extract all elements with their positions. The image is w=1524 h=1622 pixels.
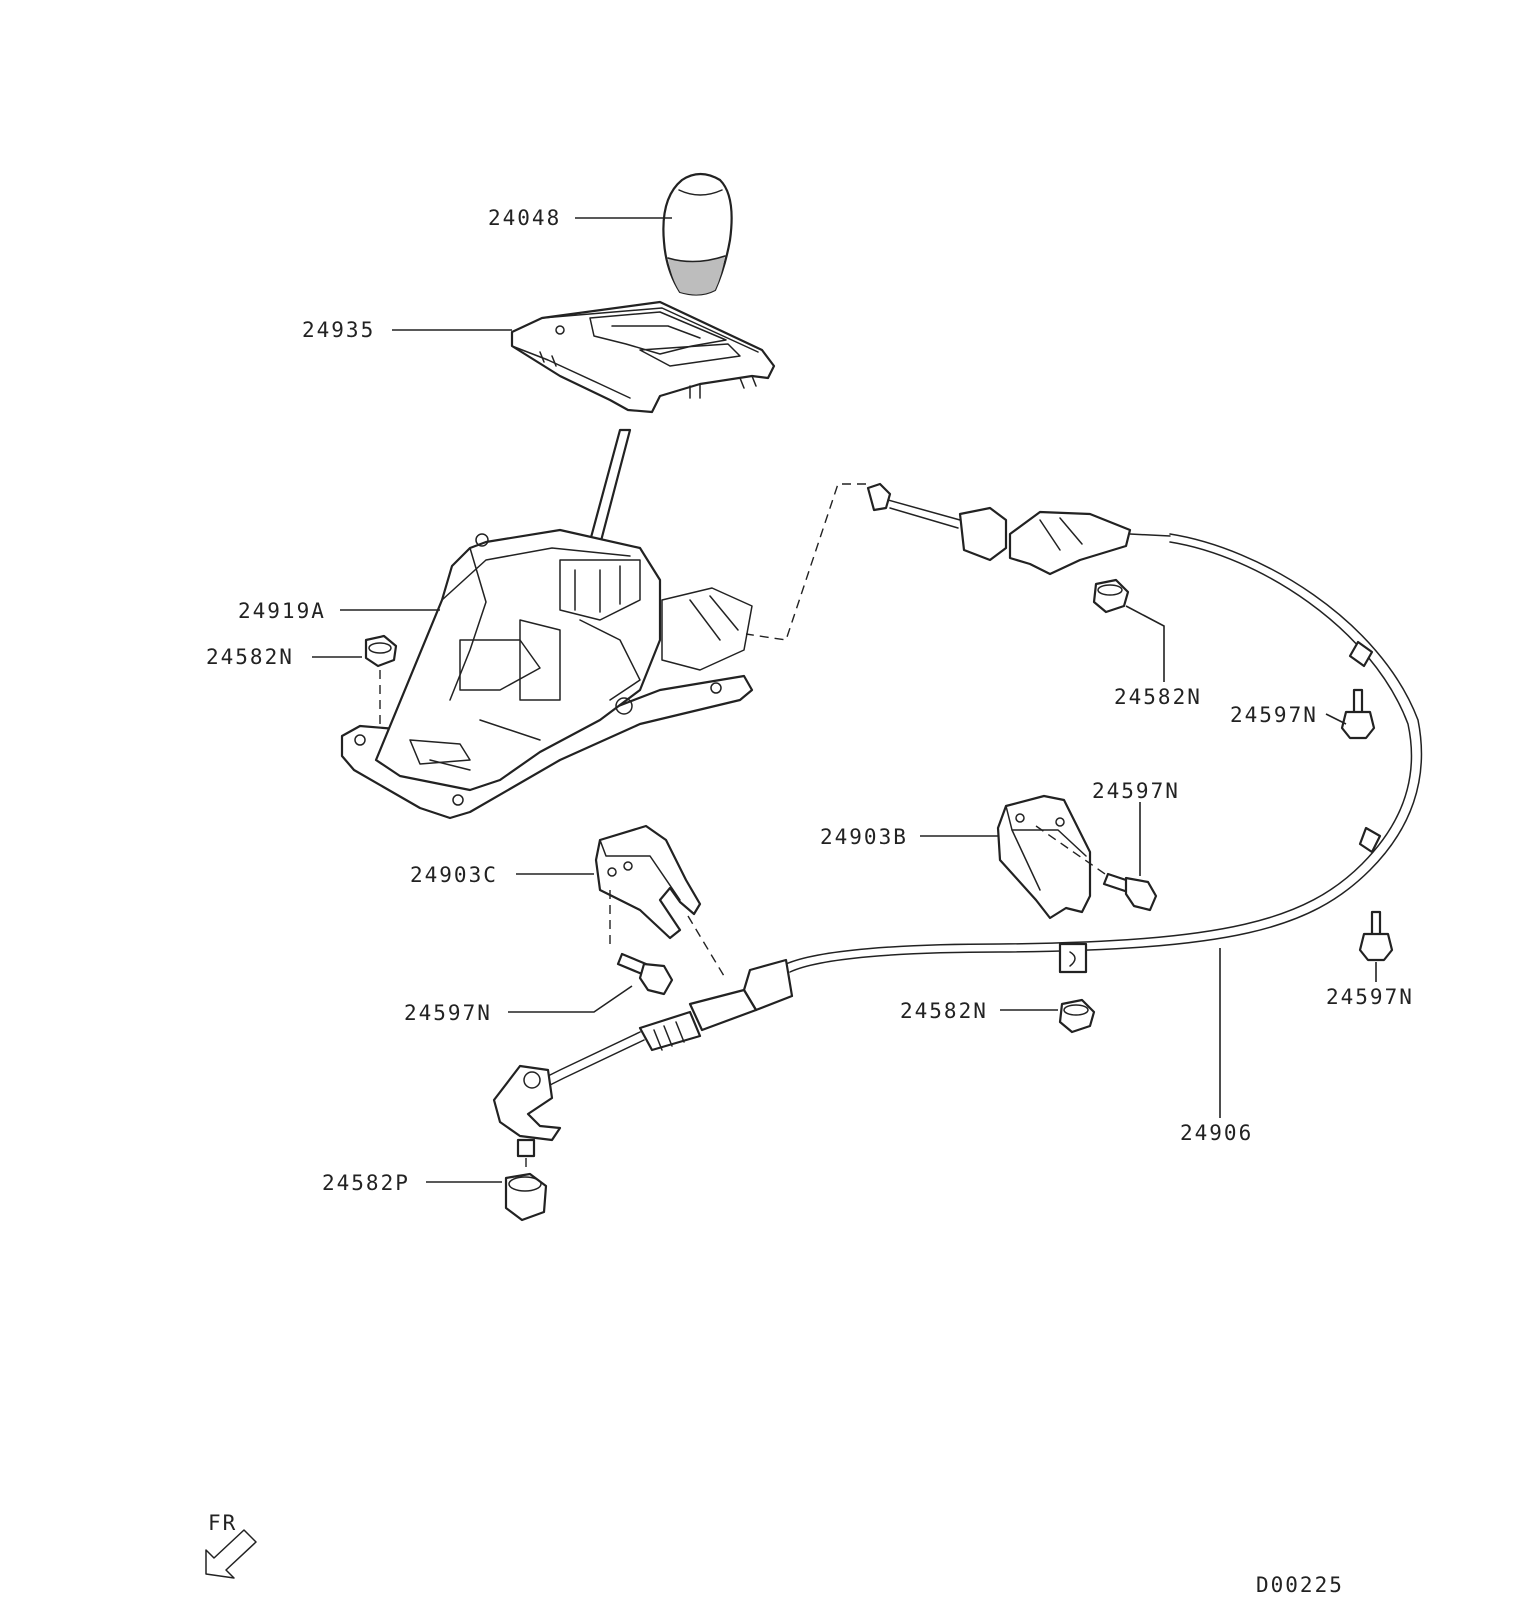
label-24597N-bracket-b: 24597N [1092,779,1180,803]
shifter-assembly [340,428,754,820]
bracket-c [594,824,702,940]
front-arrow-icon [205,1529,257,1579]
bolt-right-upper [1340,688,1376,740]
bolt-bracket-c [616,952,674,996]
label-24903C: 24903C [410,863,498,887]
label-24582N-cable-clip: 24582N [900,999,988,1023]
nut-cable-clip [1058,998,1096,1034]
label-24597N-right-lower: 24597N [1326,985,1414,1009]
label-24582N-right-top: 24582N [1114,685,1202,709]
label-24935: 24935 [302,318,375,342]
nut-left [364,634,398,668]
leader-bolt-bracket-c [508,985,633,1013]
shift-cable [492,482,1423,1158]
bolt-bracket-b [1102,872,1158,912]
diagram-code: D00225 [1256,1573,1344,1597]
leader-nut-right-top [1125,605,1165,682]
bolt-right-lower [1358,910,1394,962]
nut-lever [504,1172,548,1222]
bracket-b [996,794,1092,920]
direction-indicator-text: FR [208,1511,237,1535]
label-24906: 24906 [1180,1121,1253,1145]
label-24919A: 24919A [238,599,326,623]
indicator-panel [510,300,776,414]
label-24597N-right-upper: 24597N [1230,703,1318,727]
label-24582P: 24582P [322,1171,410,1195]
assembly-line-bracket-c-cable [687,915,725,977]
leader-bolt-right-upper [1325,713,1347,725]
assembly-line-cable-top [745,483,866,641]
shift-knob [662,172,733,296]
label-24048: 24048 [488,206,561,230]
label-24597N-bracket-c: 24597N [404,1001,492,1025]
nut-right-top [1092,578,1130,614]
label-24903B: 24903B [820,825,908,849]
label-24582N-left: 24582N [206,645,294,669]
